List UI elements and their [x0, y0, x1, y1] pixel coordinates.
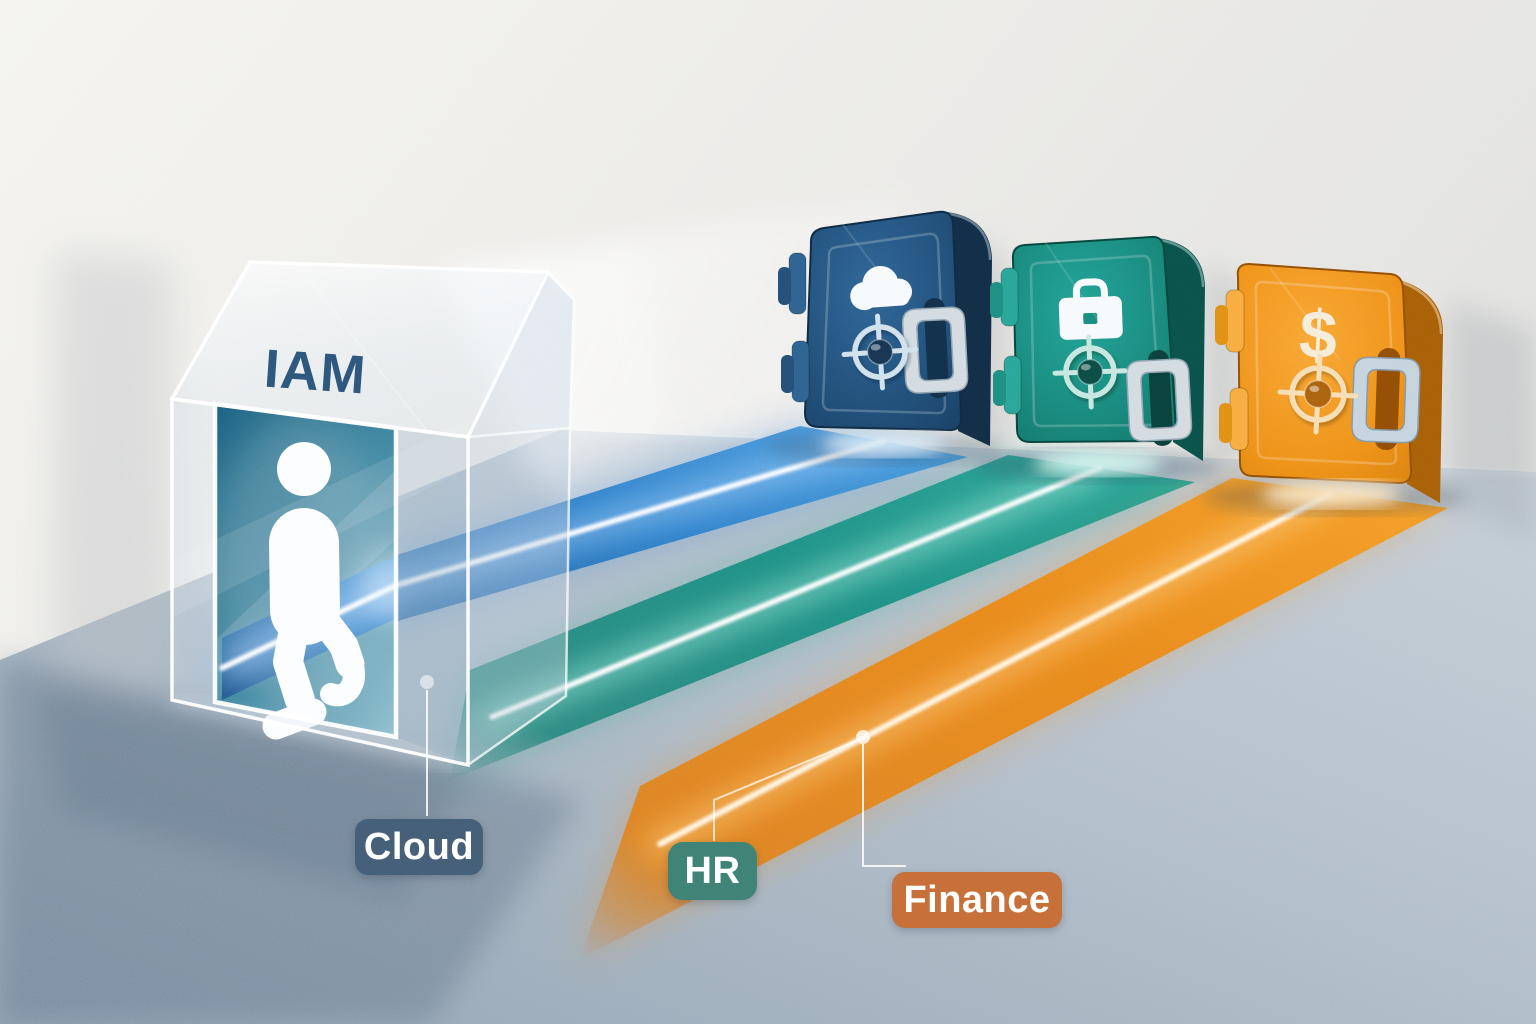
label-finance: Finance [892, 872, 1062, 928]
label-cloud: Cloud [355, 819, 483, 875]
label-hr: HR [668, 842, 757, 900]
